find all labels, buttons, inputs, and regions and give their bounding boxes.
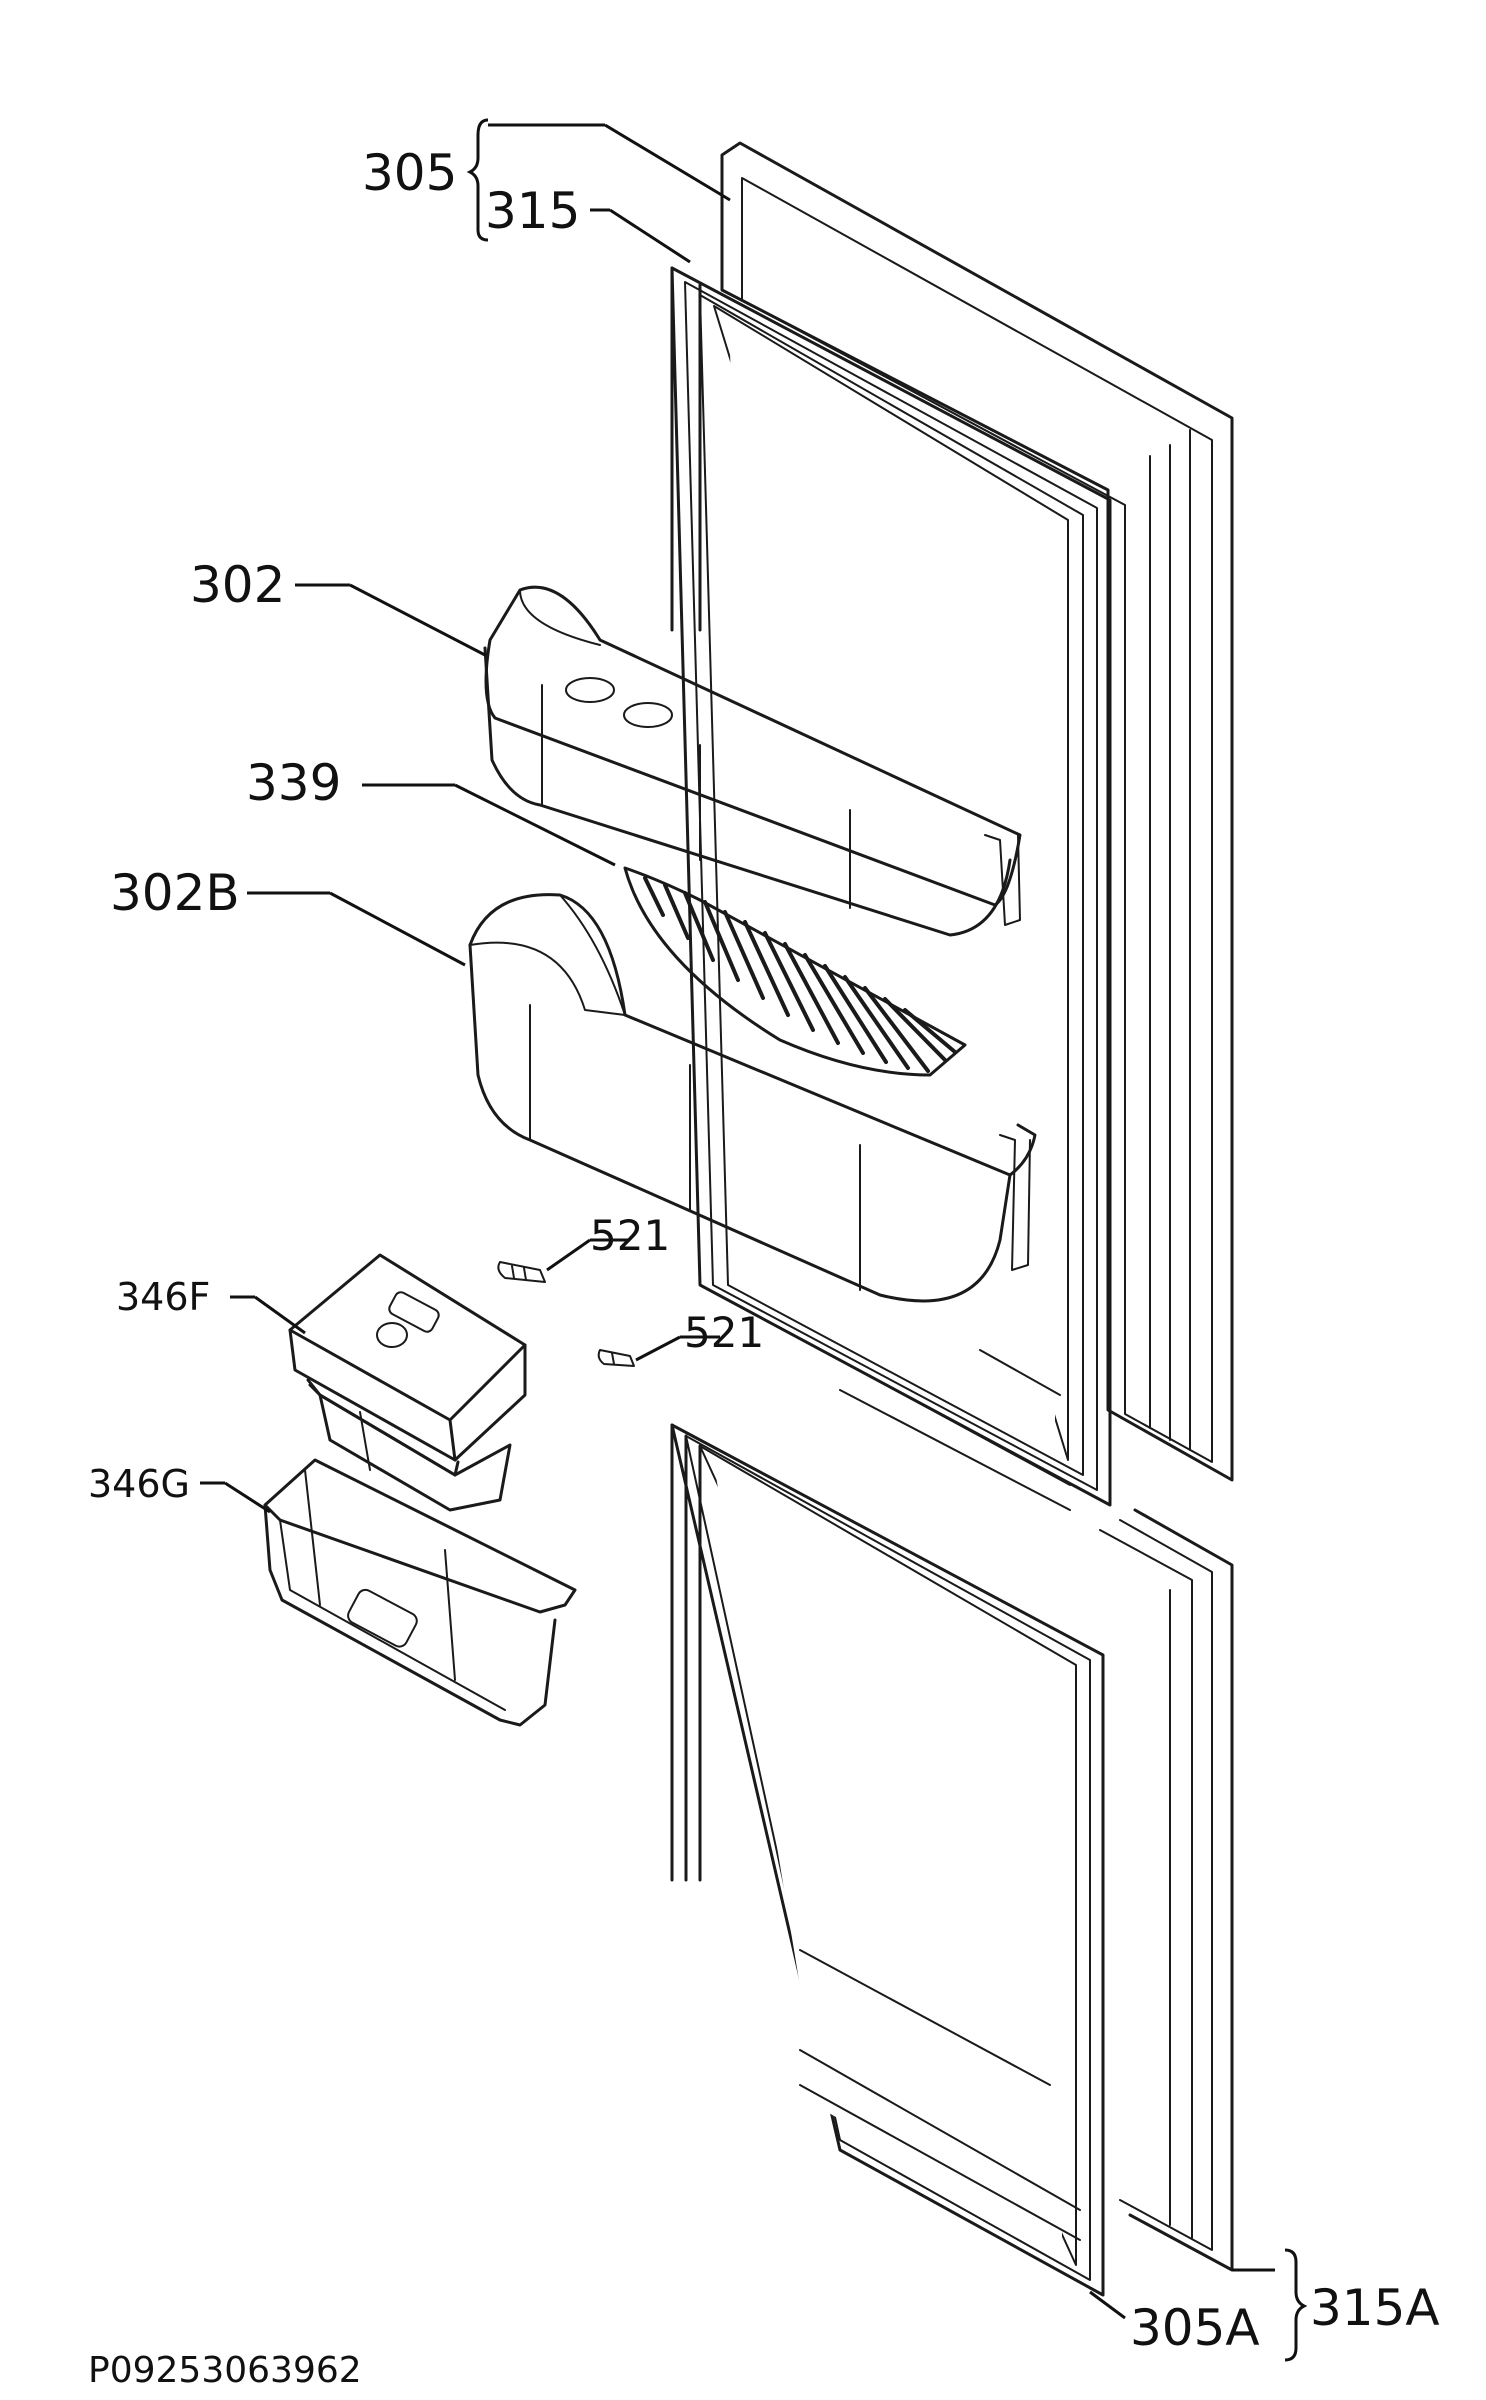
door-shelf-icon [483, 585, 1022, 937]
lower-door-panel-icon [1099, 1508, 1234, 2272]
callout-315: 315 [485, 182, 580, 240]
callout-346g: 346G [88, 1462, 190, 1506]
leader-lines [200, 118, 1308, 2362]
covered-dairy-box-icon [288, 1253, 527, 1512]
bottle-shelf-icon [468, 893, 1037, 1303]
drawing-code: P09253063962 [88, 2350, 362, 2391]
callout-315a: 315A [1310, 2279, 1440, 2337]
screw-icon-2 [597, 1349, 635, 1367]
callout-521-upper: 521 [590, 1211, 670, 1260]
callout-521-lower: 521 [684, 1308, 764, 1357]
bottle-retainer-icon [623, 866, 967, 1077]
callout-346f: 346F [116, 1275, 210, 1319]
callout-305: 305 [362, 144, 457, 202]
upper-door-panel-icon [720, 141, 1234, 1482]
open-storage-box-icon [263, 1458, 577, 1727]
lower-door-gasket-icon [670, 1423, 1105, 2297]
callout-302: 302 [190, 556, 285, 614]
callout-302b: 302B [110, 864, 240, 922]
screw-icon [497, 1261, 546, 1283]
callout-339: 339 [246, 754, 341, 812]
callout-305a: 305A [1130, 2299, 1260, 2357]
